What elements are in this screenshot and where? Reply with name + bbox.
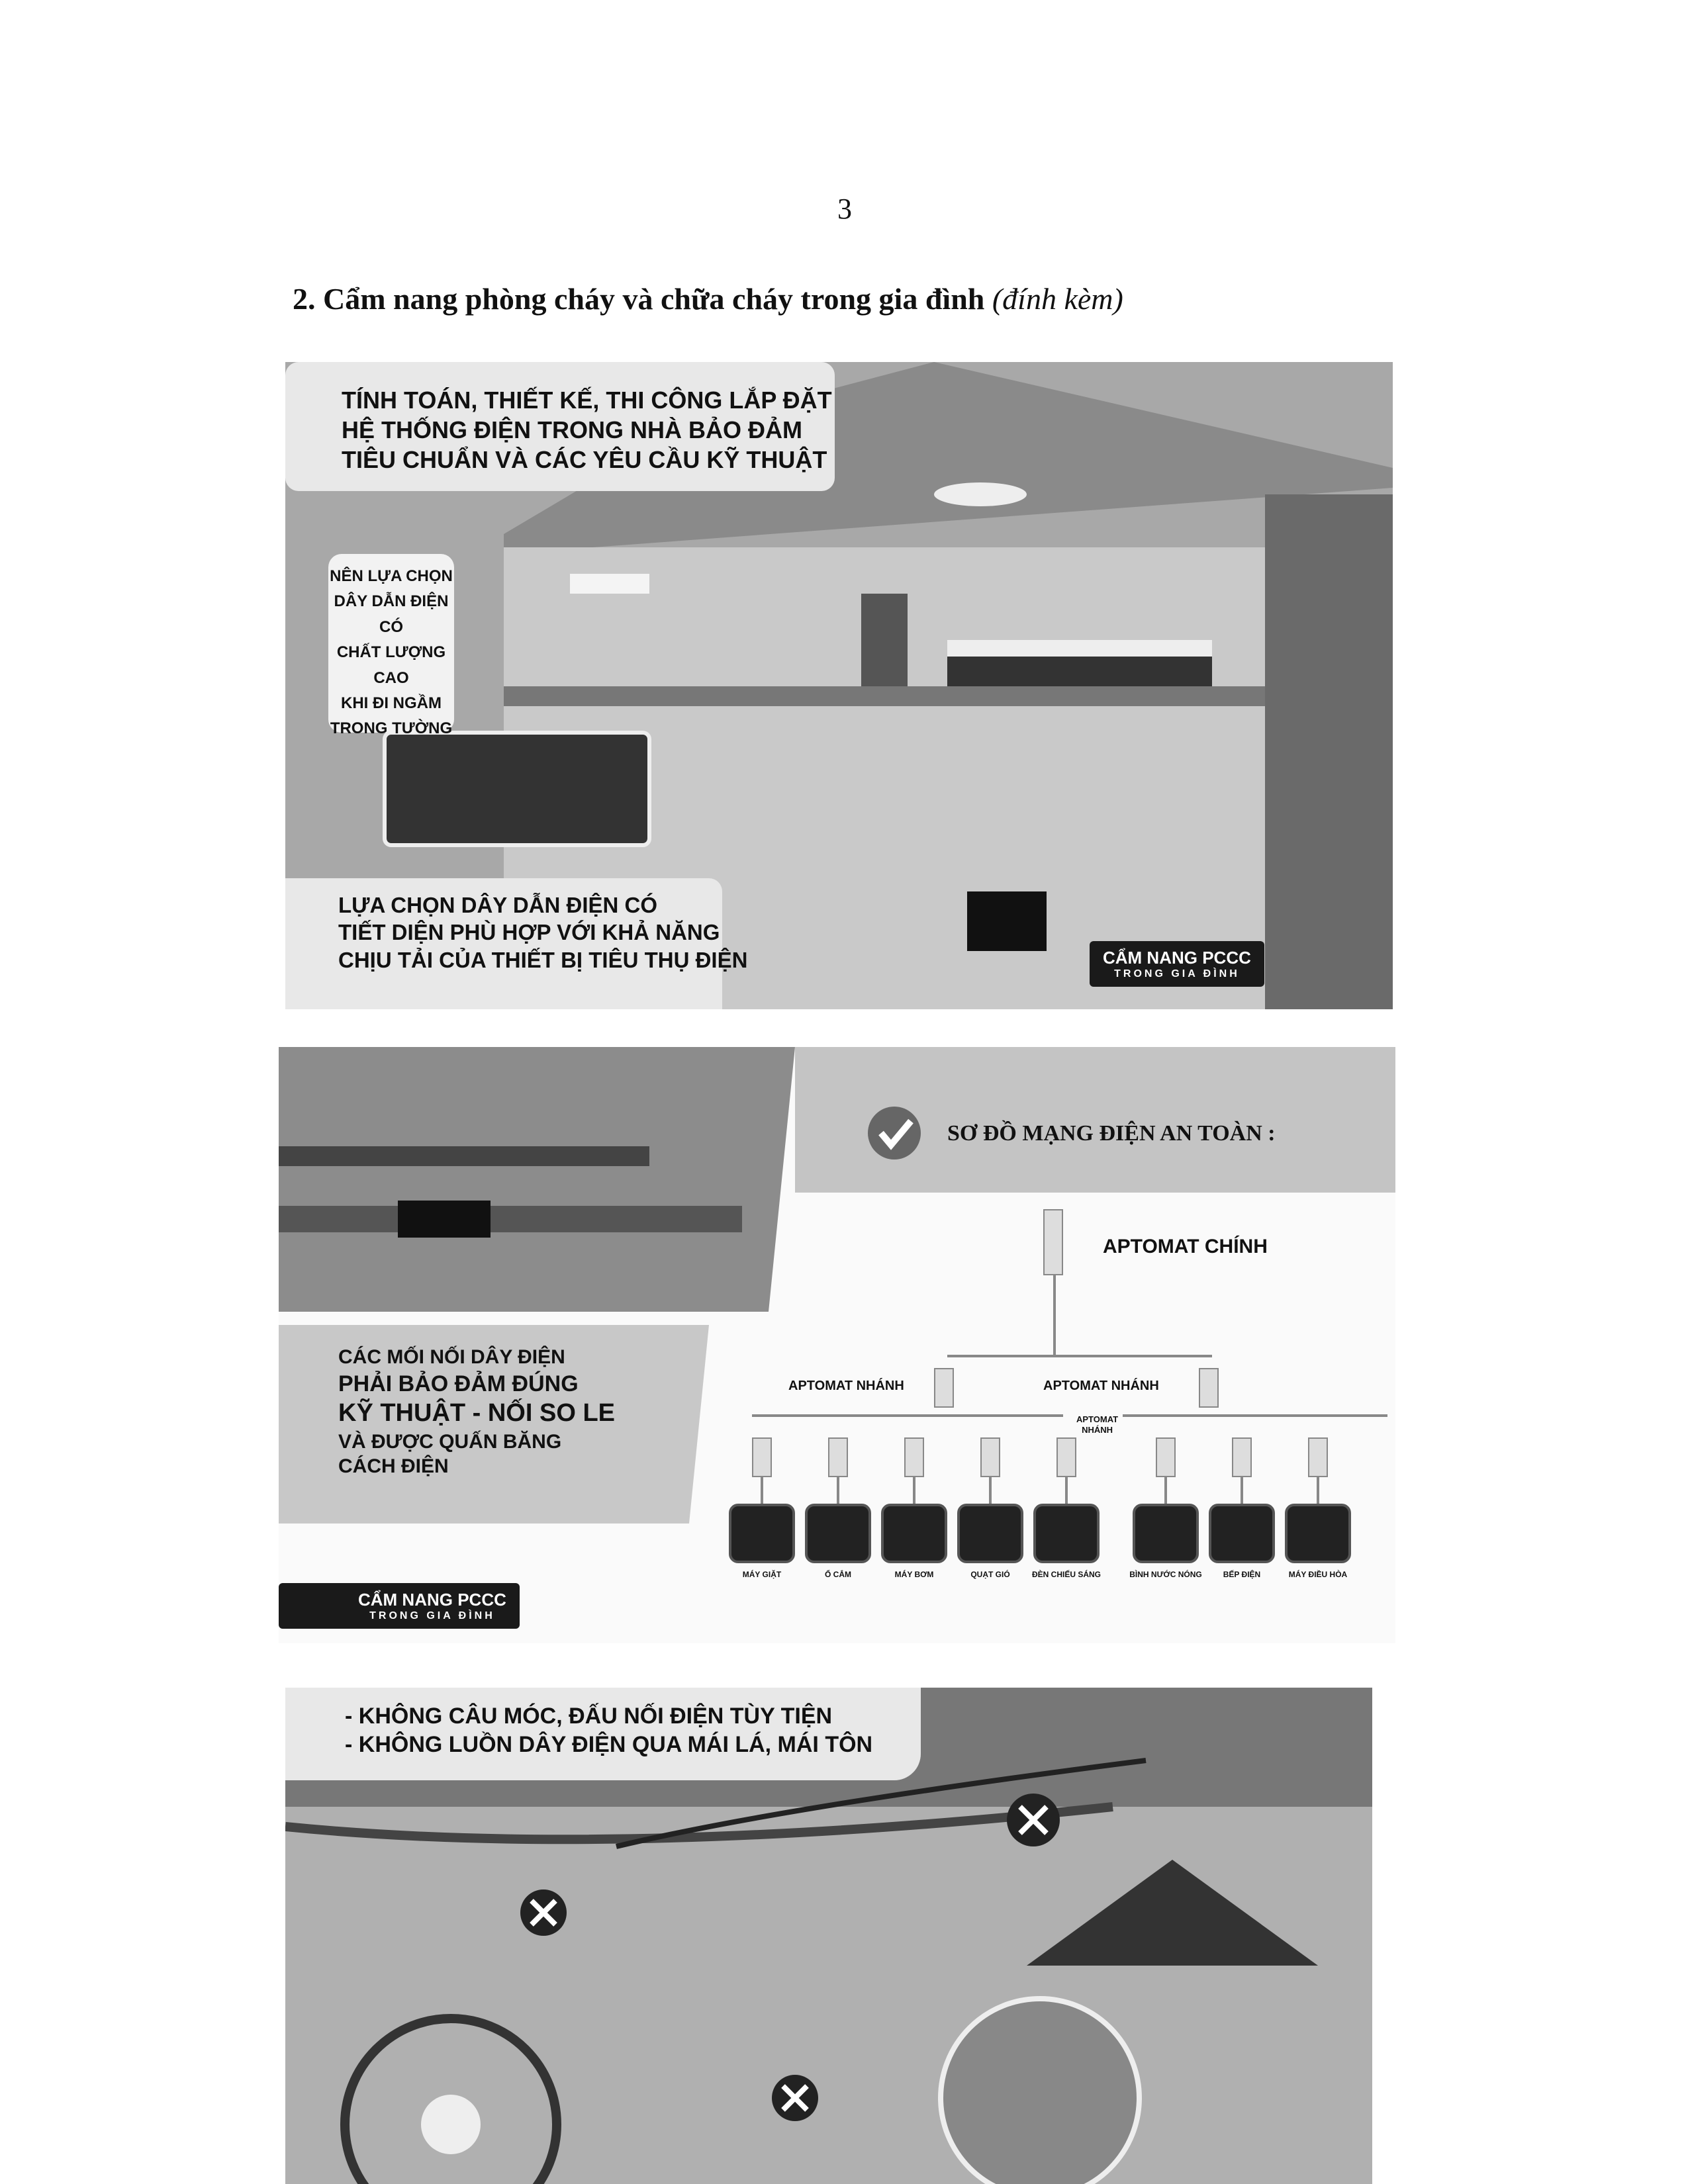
caption-line: TÍNH TOÁN, THIẾT KẾ, THI CÔNG LẮP ĐẶT [342, 387, 832, 414]
wire [1164, 1477, 1167, 1524]
caption-line: TIÊU CHUẨN VÀ CÁC YÊU CẦU KỸ THUẬT [342, 446, 827, 473]
wire [761, 1477, 763, 1524]
main-breaker-icon [1043, 1209, 1063, 1275]
device-icon [729, 1504, 795, 1563]
illustration-house-wiring: TÍNH TOÁN, THIẾT KẾ, THI CÔNG LẮP ĐẶT HỆ… [285, 362, 1393, 1009]
device-label: BẾP ĐIỆN [1223, 1570, 1261, 1579]
caption-line: LỰA CHỌN DÂY DẪN ĐIỆN CÓ [338, 893, 658, 917]
top-caption-bubble [285, 362, 835, 491]
device-breaker-icon [1308, 1437, 1328, 1477]
heading-text: 2. Cẩm nang phòng cháy và chữa cháy tron… [293, 282, 985, 316]
label-line: APTOMAT [1076, 1414, 1119, 1424]
device-breaker-icon [904, 1437, 924, 1477]
wire [752, 1414, 1063, 1417]
caption-line: NÊN LỰA CHỌN [330, 567, 453, 585]
heading-note: (đính kèm) [992, 282, 1123, 316]
device-icon [1133, 1504, 1199, 1563]
device-icon [881, 1504, 947, 1563]
top-caption: TÍNH TOÁN, THIẾT KẾ, THI CÔNG LẮP ĐẶT HỆ… [342, 385, 832, 475]
caption-line: - KHÔNG CÂU MÓC, ĐẤU NỐI ĐIỆN TÙY TIỆN [345, 1704, 833, 1729]
caption-line: KỸ THUẬT - NỐI SO LE [338, 1399, 615, 1427]
side-caption-bubble [328, 554, 454, 733]
diagram-title: SƠ ĐỒ MẠNG ĐIỆN AN TOÀN : [947, 1121, 1276, 1146]
logo-subtitle: TRONG GIA ĐÌNH [1114, 968, 1240, 979]
device-icon [805, 1504, 871, 1563]
device-label: BÌNH NƯỚC NÓNG [1129, 1570, 1202, 1579]
pccc-logo: CẨM NANG PCCC TRONG GIA ĐÌNH [279, 1583, 520, 1629]
bottom-caption: LỰA CHỌN DÂY DẪN ĐIỆN CÓ TIẾT DIỆN PHÙ H… [338, 891, 747, 974]
device-icon [1285, 1504, 1351, 1563]
branch-breaker-label-small: APTOMAT NHÁNH [1076, 1414, 1118, 1436]
caption-bubble [285, 1688, 921, 1780]
joint-caption: CÁC MỐI NỐI DÂY ĐIỆN PHẢI BẢO ĐẢM ĐÚNG K… [338, 1345, 615, 1479]
device-label: ĐÈN CHIẾU SÁNG [1031, 1570, 1101, 1579]
caption-line: HỆ THỐNG ĐIỆN TRONG NHÀ BẢO ĐẢM [342, 416, 802, 443]
wire [1065, 1477, 1068, 1524]
logo-title: CẨM NANG PCCC [358, 1590, 506, 1610]
label-line: NHÁNH [1082, 1425, 1113, 1435]
wire [1317, 1477, 1319, 1524]
wire [1123, 1414, 1387, 1417]
logo-title: CẨM NANG PCCC [1103, 948, 1251, 968]
bottom-caption-bubble [285, 878, 722, 1009]
device-icon [1209, 1504, 1275, 1563]
side-caption: NÊN LỰA CHỌN DÂY DẪN ĐIỆN CÓ CHẤT LƯỢNG … [328, 564, 454, 742]
warning-caption: - KHÔNG CÂU MÓC, ĐẤU NỐI ĐIỆN TÙY TIỆN -… [345, 1702, 872, 1758]
device-icon [957, 1504, 1023, 1563]
branch-breaker-icon [1199, 1368, 1219, 1408]
device-label: QUẠT GIÓ [970, 1570, 1010, 1579]
caption-line: CÁC MỐI NỐI DÂY ĐIỆN [338, 1346, 565, 1368]
caption-line: - KHÔNG LUỒN DÂY ĐIỆN QUA MÁI LÁ, MÁI TÔ… [345, 1731, 873, 1757]
wire [989, 1477, 992, 1524]
device-breaker-icon [1156, 1437, 1176, 1477]
device-label: MÁY BƠM [894, 1570, 934, 1579]
illustration-safe-wiring-diagram: SƠ ĐỒ MẠNG ĐIỆN AN TOÀN : CÁC MỐI NỐI DÂ… [279, 1047, 1395, 1643]
caption-line: VÀ ĐƯỢC QUẤN BĂNG [338, 1430, 562, 1453]
device-breaker-icon [1232, 1437, 1252, 1477]
branch-breaker-icon [934, 1368, 954, 1408]
device-breaker-icon [828, 1437, 848, 1477]
page-number: 3 [837, 193, 852, 225]
device-label: MÁY ĐIỀU HÒA [1288, 1570, 1348, 1579]
wire-joints-illustration [279, 1047, 1395, 1524]
illustration-unsafe-wiring: - KHÔNG CÂU MÓC, ĐẤU NỐI ĐIỆN TÙY TIỆN -… [285, 1688, 1372, 2184]
caption-line: CHỊU TẢI CỦA THIẾT BỊ TIÊU THỤ ĐIỆN [338, 947, 748, 972]
wire [913, 1477, 915, 1524]
caption-line: CÁCH ĐIỆN [338, 1455, 449, 1477]
caption-line: TIẾT DIỆN PHÙ HỢP VỚI KHẢ NĂNG [338, 920, 720, 945]
device-label: Ổ CẮM [825, 1570, 851, 1579]
branch-breaker-label-right: APTOMAT NHÁNH [1043, 1379, 1159, 1393]
caption-line: DÂY DẪN ĐIỆN CÓ [334, 592, 449, 636]
wire [837, 1477, 839, 1524]
caption-line: PHẢI BẢO ĐẢM ĐÚNG [338, 1371, 579, 1396]
device-icon [1033, 1504, 1100, 1563]
device-label: MÁY GIẶT [742, 1570, 782, 1579]
wire [1241, 1477, 1243, 1524]
pccc-logo: CẨM NANG PCCC TRONG GIA ĐÌNH [1090, 941, 1264, 987]
section-heading: 2. Cẩm nang phòng cháy và chữa cháy tron… [293, 281, 1123, 316]
device-breaker-icon [980, 1437, 1000, 1477]
caption-line: KHI ĐI NGẦM [341, 694, 442, 712]
main-breaker-label: APTOMAT CHÍNH [1103, 1236, 1268, 1257]
wire [1053, 1275, 1056, 1355]
house-illustration [383, 362, 1393, 1009]
device-breaker-icon [1056, 1437, 1076, 1477]
caption-line: CHẤT LƯỢNG CAO [336, 643, 446, 687]
device-breaker-icon [752, 1437, 772, 1477]
wire [947, 1355, 1212, 1357]
branch-breaker-label-left: APTOMAT NHÁNH [788, 1379, 904, 1393]
caption-line: TRONG TƯỜNG [330, 719, 453, 738]
logo-subtitle: TRONG GIA ĐÌNH [369, 1610, 495, 1621]
